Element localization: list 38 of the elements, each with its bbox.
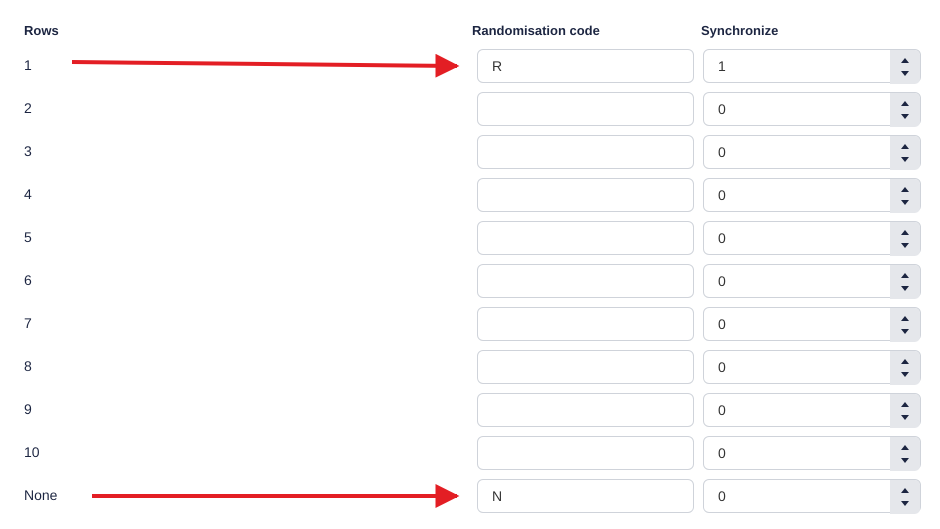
input-field: R bbox=[477, 49, 694, 83]
number-input: 0 bbox=[703, 178, 921, 212]
number-input: 1 bbox=[703, 49, 921, 83]
row-label: 2 bbox=[24, 100, 32, 116]
column-header: Randomisation code bbox=[472, 23, 600, 38]
row-label: 7 bbox=[24, 315, 32, 331]
number-input: 0 bbox=[703, 92, 921, 126]
number-input: 0 bbox=[703, 264, 921, 298]
column-header: Rows bbox=[24, 23, 59, 38]
row-label: 9 bbox=[24, 401, 32, 417]
number-input: 0 bbox=[703, 135, 921, 169]
input-field bbox=[477, 350, 694, 384]
arrow bbox=[92, 484, 460, 508]
number-input: 0 bbox=[703, 436, 921, 470]
row-label: 8 bbox=[24, 358, 32, 374]
row-label: 1 bbox=[24, 57, 32, 73]
row-label: 4 bbox=[24, 186, 32, 202]
number-input: 0 bbox=[703, 393, 921, 427]
input-field bbox=[477, 393, 694, 427]
input-field bbox=[477, 221, 694, 255]
arrow bbox=[72, 54, 460, 78]
row-label: 6 bbox=[24, 272, 32, 288]
row-label: 5 bbox=[24, 229, 32, 245]
input-field bbox=[477, 307, 694, 341]
input-field bbox=[477, 264, 694, 298]
number-input: 0 bbox=[703, 307, 921, 341]
number-input: 0 bbox=[703, 350, 921, 384]
number-input: 0 bbox=[703, 221, 921, 255]
input-field bbox=[477, 436, 694, 470]
number-input: 0 bbox=[703, 479, 921, 513]
row-label: 3 bbox=[24, 143, 32, 159]
column-header: Synchronize bbox=[701, 23, 778, 38]
input-field bbox=[477, 92, 694, 126]
input-field: N bbox=[477, 479, 694, 513]
row-label: None bbox=[24, 487, 58, 503]
input-field bbox=[477, 135, 694, 169]
row-label: 10 bbox=[24, 444, 40, 460]
input-field bbox=[477, 178, 694, 212]
